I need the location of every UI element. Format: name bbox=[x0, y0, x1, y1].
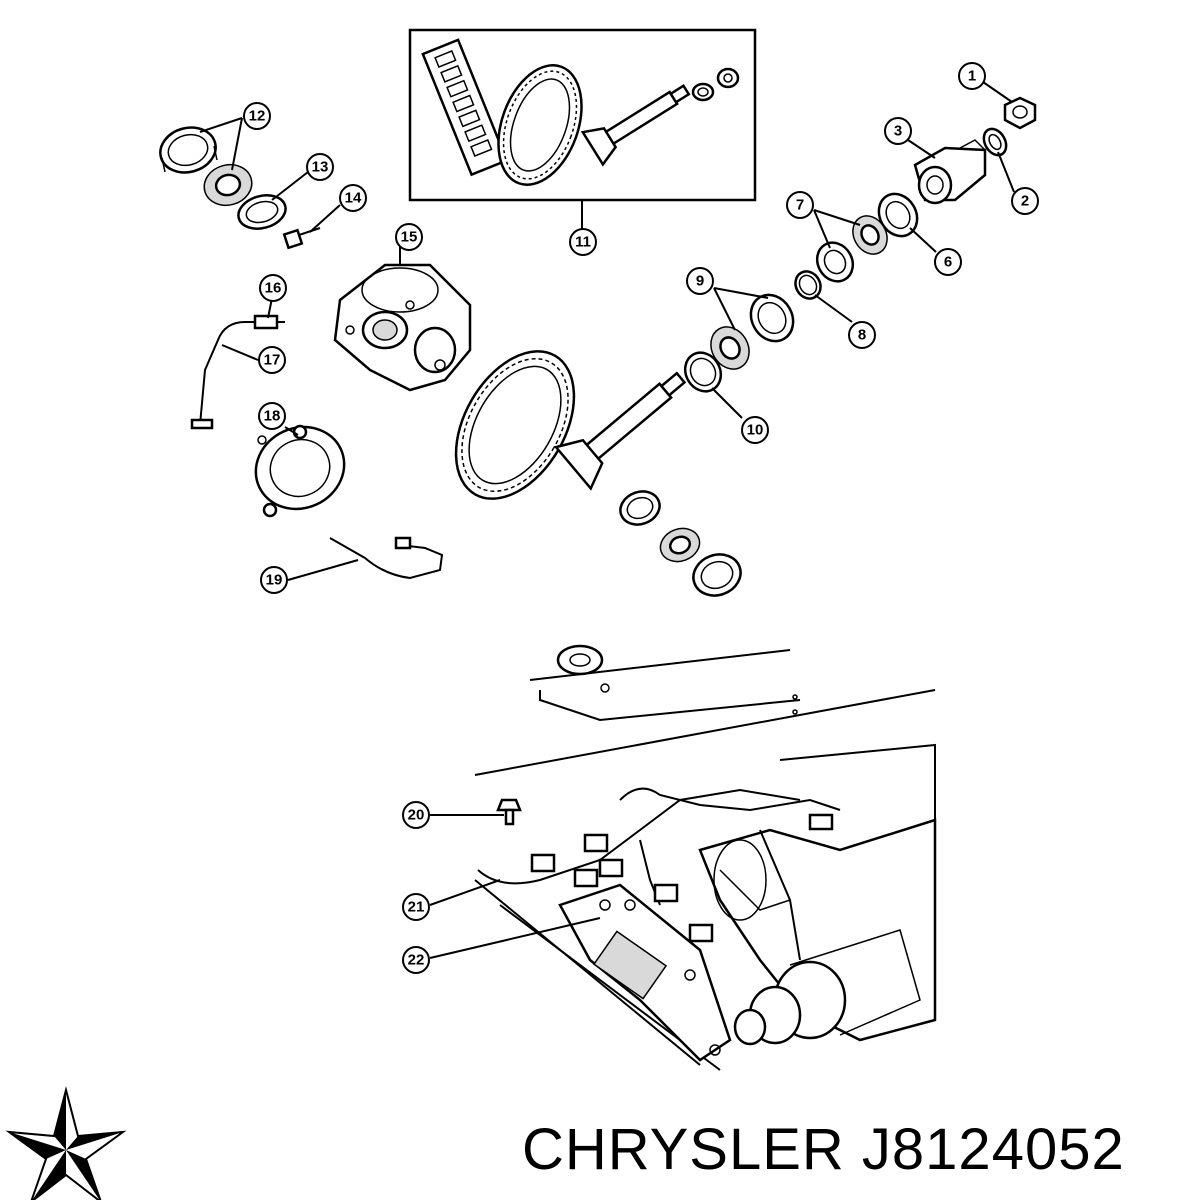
callout-19: 19 bbox=[260, 566, 288, 594]
callout-label: 17 bbox=[264, 352, 281, 369]
bracket-plate bbox=[558, 883, 732, 1062]
pinion-bearing-cup bbox=[692, 553, 742, 597]
callout-label: 21 bbox=[408, 899, 425, 916]
callout-3: 3 bbox=[884, 117, 912, 145]
callout-label: 1 bbox=[968, 68, 976, 85]
callout-13: 13 bbox=[306, 153, 334, 181]
callout-6: 6 bbox=[934, 248, 962, 276]
ring-pinion-kit-box bbox=[408, 28, 757, 202]
callout-label: 11 bbox=[575, 234, 591, 251]
ring-gear bbox=[454, 350, 576, 500]
transmission-case bbox=[698, 818, 937, 1042]
tone-ring-shield bbox=[254, 424, 346, 518]
callout-label: 19 bbox=[266, 572, 283, 589]
bearing-cone-7 bbox=[852, 215, 888, 255]
callout-17: 17 bbox=[258, 346, 286, 374]
callout-label: 8 bbox=[858, 327, 866, 344]
harness-bolt-20 bbox=[496, 798, 522, 826]
callout-12: 12 bbox=[243, 102, 271, 130]
output-boot bbox=[733, 929, 921, 1046]
callout-1: 1 bbox=[958, 62, 986, 90]
wiring-harness bbox=[477, 787, 841, 961]
pinion-washer bbox=[982, 127, 1008, 157]
callout-label: 10 bbox=[747, 422, 764, 439]
callout-label: 6 bbox=[944, 254, 952, 271]
callout-2: 2 bbox=[1011, 187, 1039, 215]
bearing-cup-12 bbox=[159, 126, 218, 174]
bearing-cup-9 bbox=[749, 293, 795, 343]
sensor-harness bbox=[329, 536, 444, 580]
shim-8 bbox=[794, 270, 822, 300]
differential-case bbox=[333, 263, 472, 392]
leader-lines bbox=[199, 81, 1015, 959]
shim-13 bbox=[237, 194, 287, 230]
part-number-caption: CHRYSLER J8124052 bbox=[522, 1117, 1125, 1182]
callout-label: 7 bbox=[796, 197, 804, 214]
callout-label: 15 bbox=[401, 229, 418, 246]
chrysler-pentastar-logo bbox=[5, 1086, 127, 1200]
callout-label: 12 bbox=[249, 108, 266, 125]
callout-label: 22 bbox=[408, 952, 425, 969]
callout-9: 9 bbox=[686, 267, 714, 295]
callout-label: 18 bbox=[264, 408, 281, 425]
pinion-nut bbox=[1003, 96, 1037, 130]
callout-14: 14 bbox=[339, 184, 367, 212]
pinion-shim bbox=[619, 490, 661, 526]
bolt-14 bbox=[282, 227, 321, 250]
pinion-yoke bbox=[913, 139, 987, 205]
callout-label: 20 bbox=[408, 807, 425, 824]
callout-20: 20 bbox=[402, 801, 430, 829]
pinion-bearing-cone bbox=[659, 527, 701, 563]
callout-label: 2 bbox=[1021, 193, 1029, 210]
callout-16: 16 bbox=[259, 274, 287, 302]
axle-vent bbox=[190, 314, 285, 430]
callout-label: 9 bbox=[696, 273, 704, 290]
pinion-gear bbox=[553, 371, 687, 491]
bearing-cone-9 bbox=[710, 326, 750, 370]
callout-8: 8 bbox=[848, 321, 876, 349]
bearing-cone-12 bbox=[203, 163, 253, 207]
callout-22: 22 bbox=[402, 946, 430, 974]
callout-21: 21 bbox=[402, 893, 430, 921]
callout-18: 18 bbox=[258, 402, 286, 430]
callout-label: 16 bbox=[265, 280, 282, 297]
callout-label: 3 bbox=[894, 123, 902, 140]
bearing-cup-7b bbox=[815, 241, 855, 283]
callout-11: 11 bbox=[569, 228, 597, 256]
callout-7: 7 bbox=[786, 191, 814, 219]
callout-15: 15 bbox=[395, 223, 423, 251]
callout-label: 13 bbox=[312, 159, 329, 176]
callout-10: 10 bbox=[741, 416, 769, 444]
callout-label: 14 bbox=[345, 190, 362, 207]
